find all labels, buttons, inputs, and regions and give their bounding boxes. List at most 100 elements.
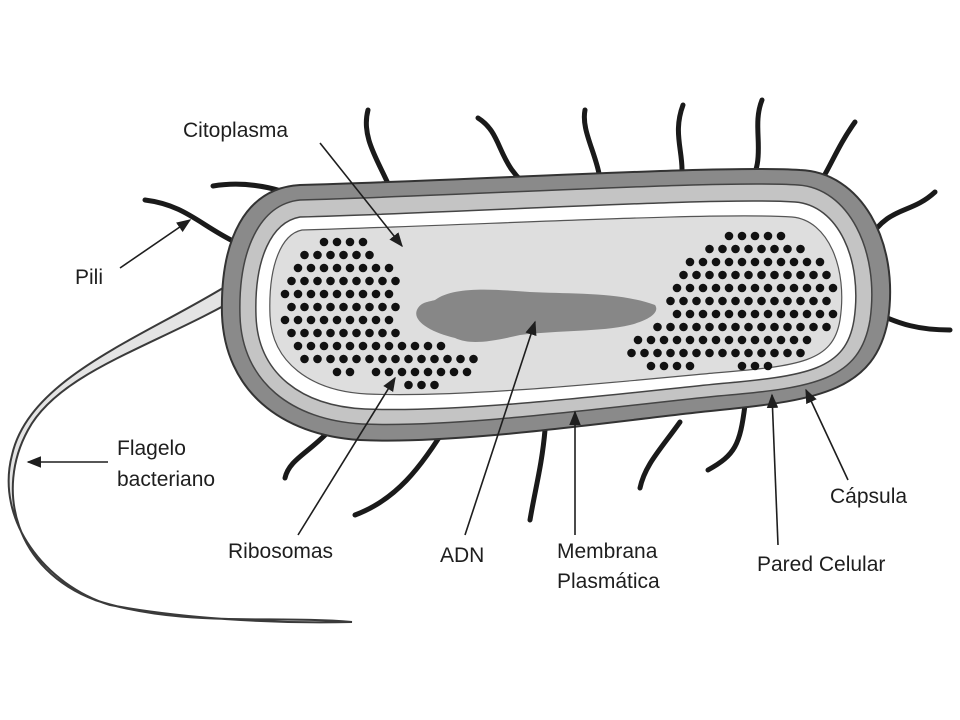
ribosome xyxy=(692,348,701,358)
label-membrana-line2: Plasmática xyxy=(557,570,660,593)
ribosome xyxy=(280,289,290,299)
ribosome xyxy=(815,257,825,267)
ribosome xyxy=(750,335,760,345)
ribosome xyxy=(770,322,779,332)
ribosome xyxy=(679,270,688,280)
ribosome xyxy=(731,322,740,332)
pili-pointer xyxy=(119,219,192,269)
ribosome xyxy=(705,244,714,254)
ribosome xyxy=(443,354,452,364)
ribosome xyxy=(319,341,329,351)
ribosome xyxy=(685,361,695,371)
ribosome xyxy=(750,361,760,371)
ribosome xyxy=(737,257,747,267)
ribosome xyxy=(802,309,812,319)
ribosome xyxy=(750,257,760,267)
ribosome xyxy=(640,348,649,358)
ribosome xyxy=(293,289,303,299)
ribosome xyxy=(345,367,355,377)
ribosome xyxy=(332,289,342,299)
ribosome xyxy=(326,276,335,286)
ribosome xyxy=(339,354,348,364)
ribosome xyxy=(815,309,825,319)
ribosome xyxy=(809,296,818,306)
ribosome xyxy=(423,341,433,351)
ribosome xyxy=(672,309,682,319)
ribosome xyxy=(750,309,760,319)
ribosome xyxy=(718,296,727,306)
ribosome xyxy=(783,296,792,306)
ribosome xyxy=(378,328,387,338)
ribosome xyxy=(731,270,740,280)
ribosome xyxy=(744,296,753,306)
ribosome xyxy=(796,296,805,306)
ribosome xyxy=(685,283,695,293)
ribosome xyxy=(698,283,708,293)
ribosome xyxy=(711,335,721,345)
ribosome xyxy=(404,380,413,390)
ribosome xyxy=(737,335,747,345)
ribosome xyxy=(672,335,682,345)
ribosome xyxy=(809,270,818,280)
ribosome xyxy=(698,257,708,267)
ribosome xyxy=(796,322,805,332)
ribosome xyxy=(384,341,394,351)
ribosome xyxy=(436,341,446,351)
ribosome xyxy=(326,302,335,312)
ribosome xyxy=(757,244,766,254)
ribosome xyxy=(352,328,361,338)
ribosome xyxy=(339,328,348,338)
ribosome xyxy=(345,237,355,247)
ribosome xyxy=(718,322,727,332)
ribosome xyxy=(763,335,773,345)
ribosome xyxy=(666,296,675,306)
ribosome xyxy=(430,354,439,364)
ribosome xyxy=(462,367,472,377)
ribosome xyxy=(711,257,721,267)
ribosome xyxy=(306,289,316,299)
ribosome xyxy=(358,237,368,247)
ribosomas-pointer xyxy=(297,376,396,536)
ribosome xyxy=(698,335,708,345)
ribosome xyxy=(319,237,329,247)
ribosome xyxy=(744,244,753,254)
ribosome xyxy=(731,348,740,358)
ribosome xyxy=(345,263,355,273)
ribosome xyxy=(757,348,766,358)
ribosome xyxy=(659,361,669,371)
ribosome xyxy=(326,328,335,338)
ribosome xyxy=(417,354,426,364)
ribosome xyxy=(757,296,766,306)
ribosome xyxy=(371,367,381,377)
ribosome xyxy=(339,276,348,286)
ribosome xyxy=(692,296,701,306)
ribosome xyxy=(319,289,329,299)
ribosome xyxy=(744,348,753,358)
ribosome xyxy=(705,270,714,280)
ribosome xyxy=(384,315,394,325)
ribosome xyxy=(300,302,309,312)
ribosome xyxy=(776,231,786,241)
ribosome xyxy=(763,283,773,293)
ribosome xyxy=(384,289,394,299)
ribosome xyxy=(802,335,812,345)
ribosome xyxy=(737,231,747,241)
ribosome xyxy=(783,270,792,280)
ribosome xyxy=(293,341,303,351)
ribosome xyxy=(423,367,433,377)
ribosome xyxy=(744,322,753,332)
pilus xyxy=(142,197,238,245)
ribosome xyxy=(737,283,747,293)
ribosome xyxy=(332,315,342,325)
ribosome xyxy=(300,250,309,260)
pilus xyxy=(637,419,683,491)
ribosome xyxy=(763,257,773,267)
ribosome xyxy=(449,367,459,377)
ribosome xyxy=(672,361,682,371)
ribosome xyxy=(776,283,786,293)
ribosome xyxy=(718,348,727,358)
ribosome xyxy=(653,322,662,332)
ribosome xyxy=(326,250,335,260)
label-flagelo-line2: bacteriano xyxy=(117,468,215,491)
flagellum xyxy=(7,278,353,624)
